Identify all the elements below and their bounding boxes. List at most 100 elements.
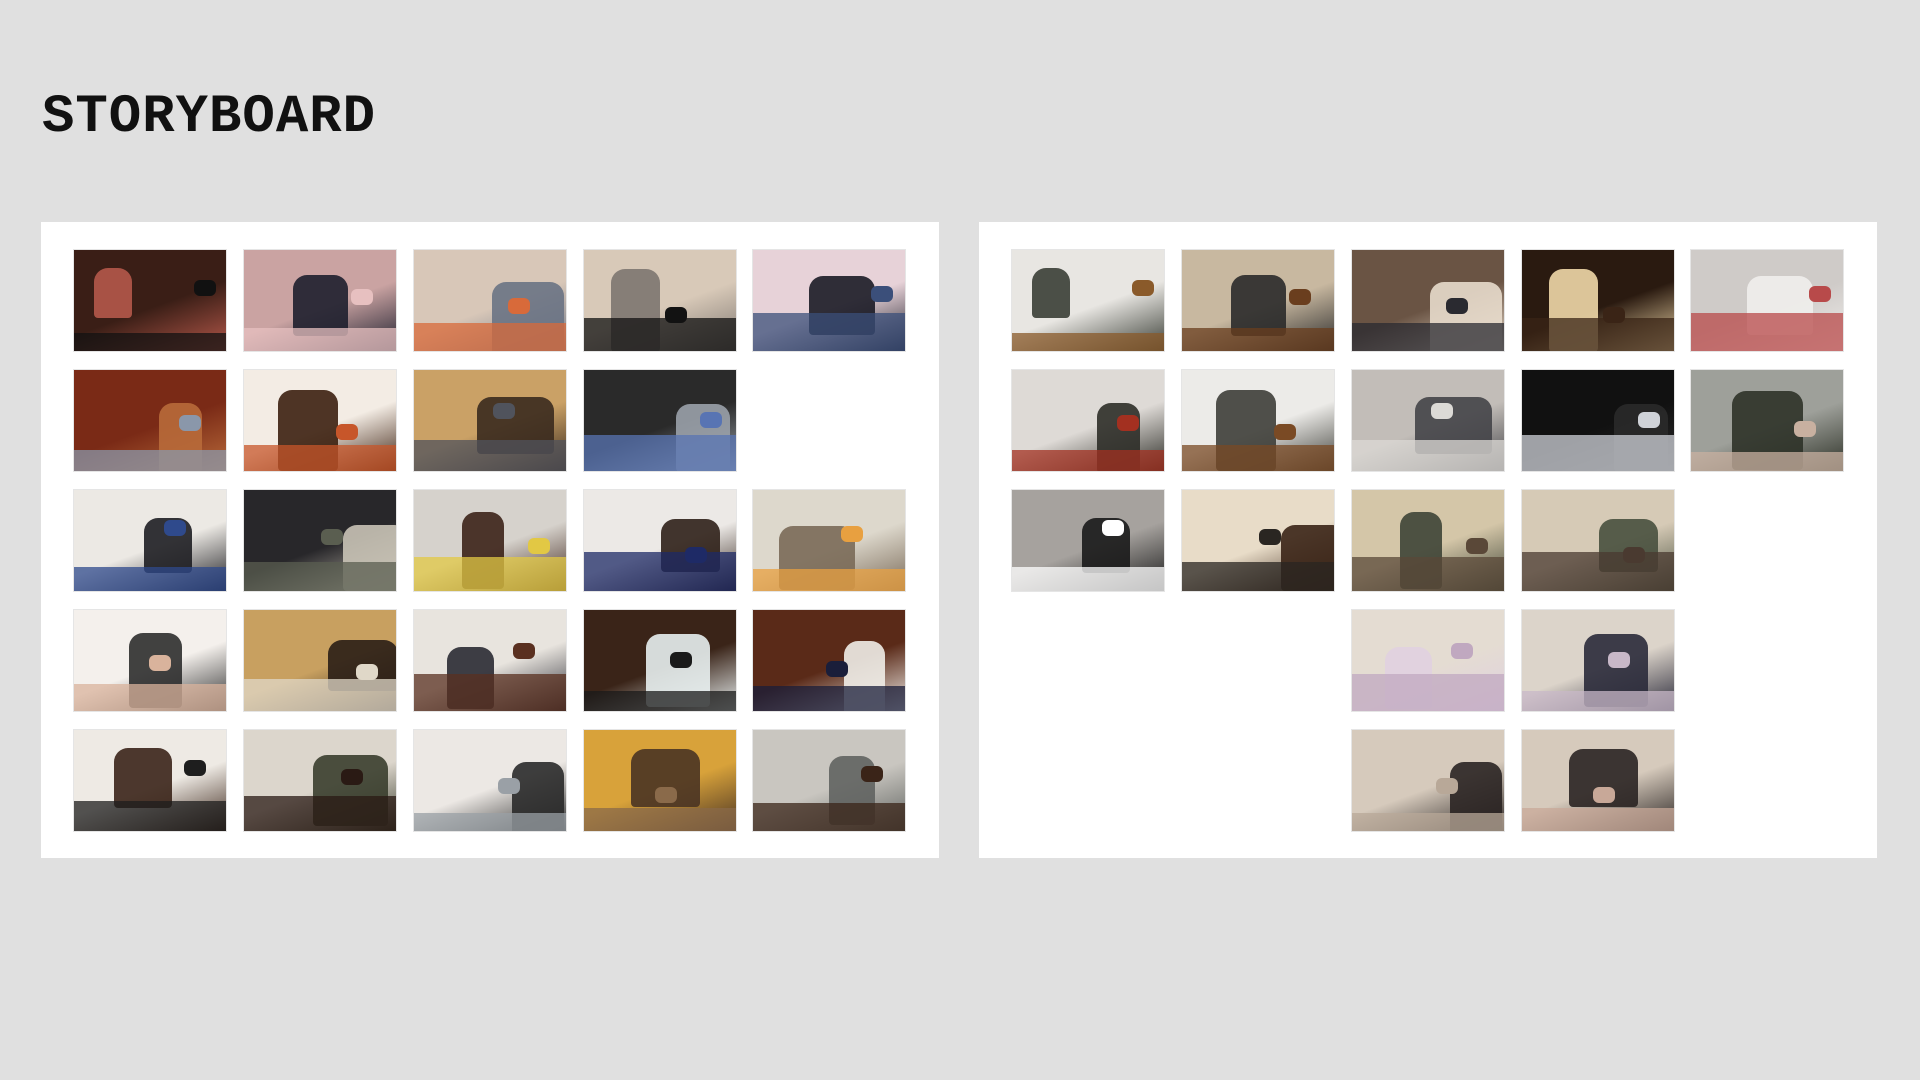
storyboard-frame: [1182, 490, 1334, 591]
storyboard-frame: [753, 730, 905, 831]
frame-object: [356, 664, 378, 680]
frame-object: [1638, 412, 1660, 428]
frame-surface: [244, 445, 396, 471]
frame-object: [149, 655, 171, 671]
frame-object: [341, 769, 363, 785]
frame-subject: [293, 275, 348, 336]
frame-object: [351, 289, 373, 305]
storyboard-frame: [753, 250, 905, 351]
frame-surface: [414, 440, 566, 471]
storyboard-frame: [1182, 730, 1334, 831]
storyboard-frame: [1522, 610, 1674, 711]
storyboard-frame: [1352, 610, 1504, 711]
frame-object: [841, 526, 863, 542]
frame-surface: [414, 674, 566, 711]
frame-object: [685, 547, 707, 563]
frame-object: [1446, 298, 1468, 314]
frame-surface: [414, 557, 566, 591]
frame-object: [1466, 538, 1488, 554]
storyboard-frame: [1691, 250, 1843, 351]
frame-object: [1593, 787, 1615, 803]
frame-object: [670, 652, 692, 668]
storyboard-frame: [414, 490, 566, 591]
frame-surface: [584, 318, 736, 351]
frame-surface: [1182, 328, 1334, 351]
storyboard-frame: [1691, 490, 1843, 591]
frame-surface: [1522, 435, 1674, 471]
frame-surface: [1352, 323, 1504, 351]
frame-surface: [1691, 452, 1843, 471]
storyboard-frame: [1182, 250, 1334, 351]
frame-surface: [1012, 450, 1164, 471]
frame-surface: [1012, 333, 1164, 351]
storyboard-frame: [244, 250, 396, 351]
storyboard-frame: [1352, 730, 1504, 831]
storyboard-frame: [753, 490, 905, 591]
storyboard-frame: [1352, 370, 1504, 471]
storyboard-frame: [244, 730, 396, 831]
storyboard-frame: [244, 610, 396, 711]
frame-object: [1289, 289, 1311, 305]
frame-surface: [584, 808, 736, 831]
frame-surface: [1522, 318, 1674, 351]
frame-surface: [753, 313, 905, 351]
frame-surface: [244, 328, 396, 351]
storyboard-frame: [1012, 610, 1164, 711]
storyboard-frame: [414, 370, 566, 471]
storyboard-frame: [74, 490, 226, 591]
frame-surface: [1522, 691, 1674, 711]
frame-surface: [1182, 562, 1334, 591]
storyboard-frame: [1522, 250, 1674, 351]
frame-object: [508, 298, 530, 314]
frame-subject: [94, 268, 132, 318]
frame-surface: [74, 450, 226, 471]
storyboard-panel-right: [979, 222, 1877, 858]
frame-object: [336, 424, 358, 440]
frame-surface: [1352, 557, 1504, 591]
frame-object: [1794, 421, 1816, 437]
frame-surface: [74, 801, 226, 831]
storyboard-frame: [1182, 610, 1334, 711]
storyboard-frame: [753, 610, 905, 711]
storyboard-frame: [584, 250, 736, 351]
frame-object: [498, 778, 520, 794]
frame-surface: [1352, 440, 1504, 471]
frame-object: [1451, 643, 1473, 659]
frame-subject: [1032, 268, 1070, 318]
frame-surface: [584, 552, 736, 591]
storyboard-frame: [244, 370, 396, 471]
frame-surface: [1522, 808, 1674, 831]
frame-object: [826, 661, 848, 677]
storyboard-frame: [1182, 370, 1334, 471]
frame-surface: [1522, 552, 1674, 591]
storyboard-frame: [414, 610, 566, 711]
storyboard-frame: [1522, 370, 1674, 471]
storyboard-frame: [753, 370, 905, 471]
frame-surface: [414, 323, 566, 351]
storyboard-frame: [74, 730, 226, 831]
frame-surface: [1691, 313, 1843, 351]
frame-object: [871, 286, 893, 302]
frame-surface: [753, 569, 905, 591]
frame-object: [164, 520, 186, 536]
frame-surface: [1352, 674, 1504, 711]
storyboard-panel-left: [41, 222, 939, 858]
frame-object: [1608, 652, 1630, 668]
frame-surface: [74, 567, 226, 591]
frame-surface: [1182, 445, 1334, 471]
frame-object: [1809, 286, 1831, 302]
frame-surface: [244, 679, 396, 711]
frame-surface: [244, 562, 396, 591]
storyboard-frame: [584, 730, 736, 831]
frame-object: [1132, 280, 1154, 296]
frame-object: [1436, 778, 1458, 794]
frame-object: [194, 280, 216, 296]
frame-surface: [584, 691, 736, 711]
storyboard-frame: [584, 610, 736, 711]
storyboard-frame: [74, 250, 226, 351]
frame-object: [861, 766, 883, 782]
frame-surface: [74, 333, 226, 351]
storyboard-frame: [1691, 610, 1843, 711]
frame-object: [665, 307, 687, 323]
page-title: STORYBOARD: [42, 87, 377, 148]
